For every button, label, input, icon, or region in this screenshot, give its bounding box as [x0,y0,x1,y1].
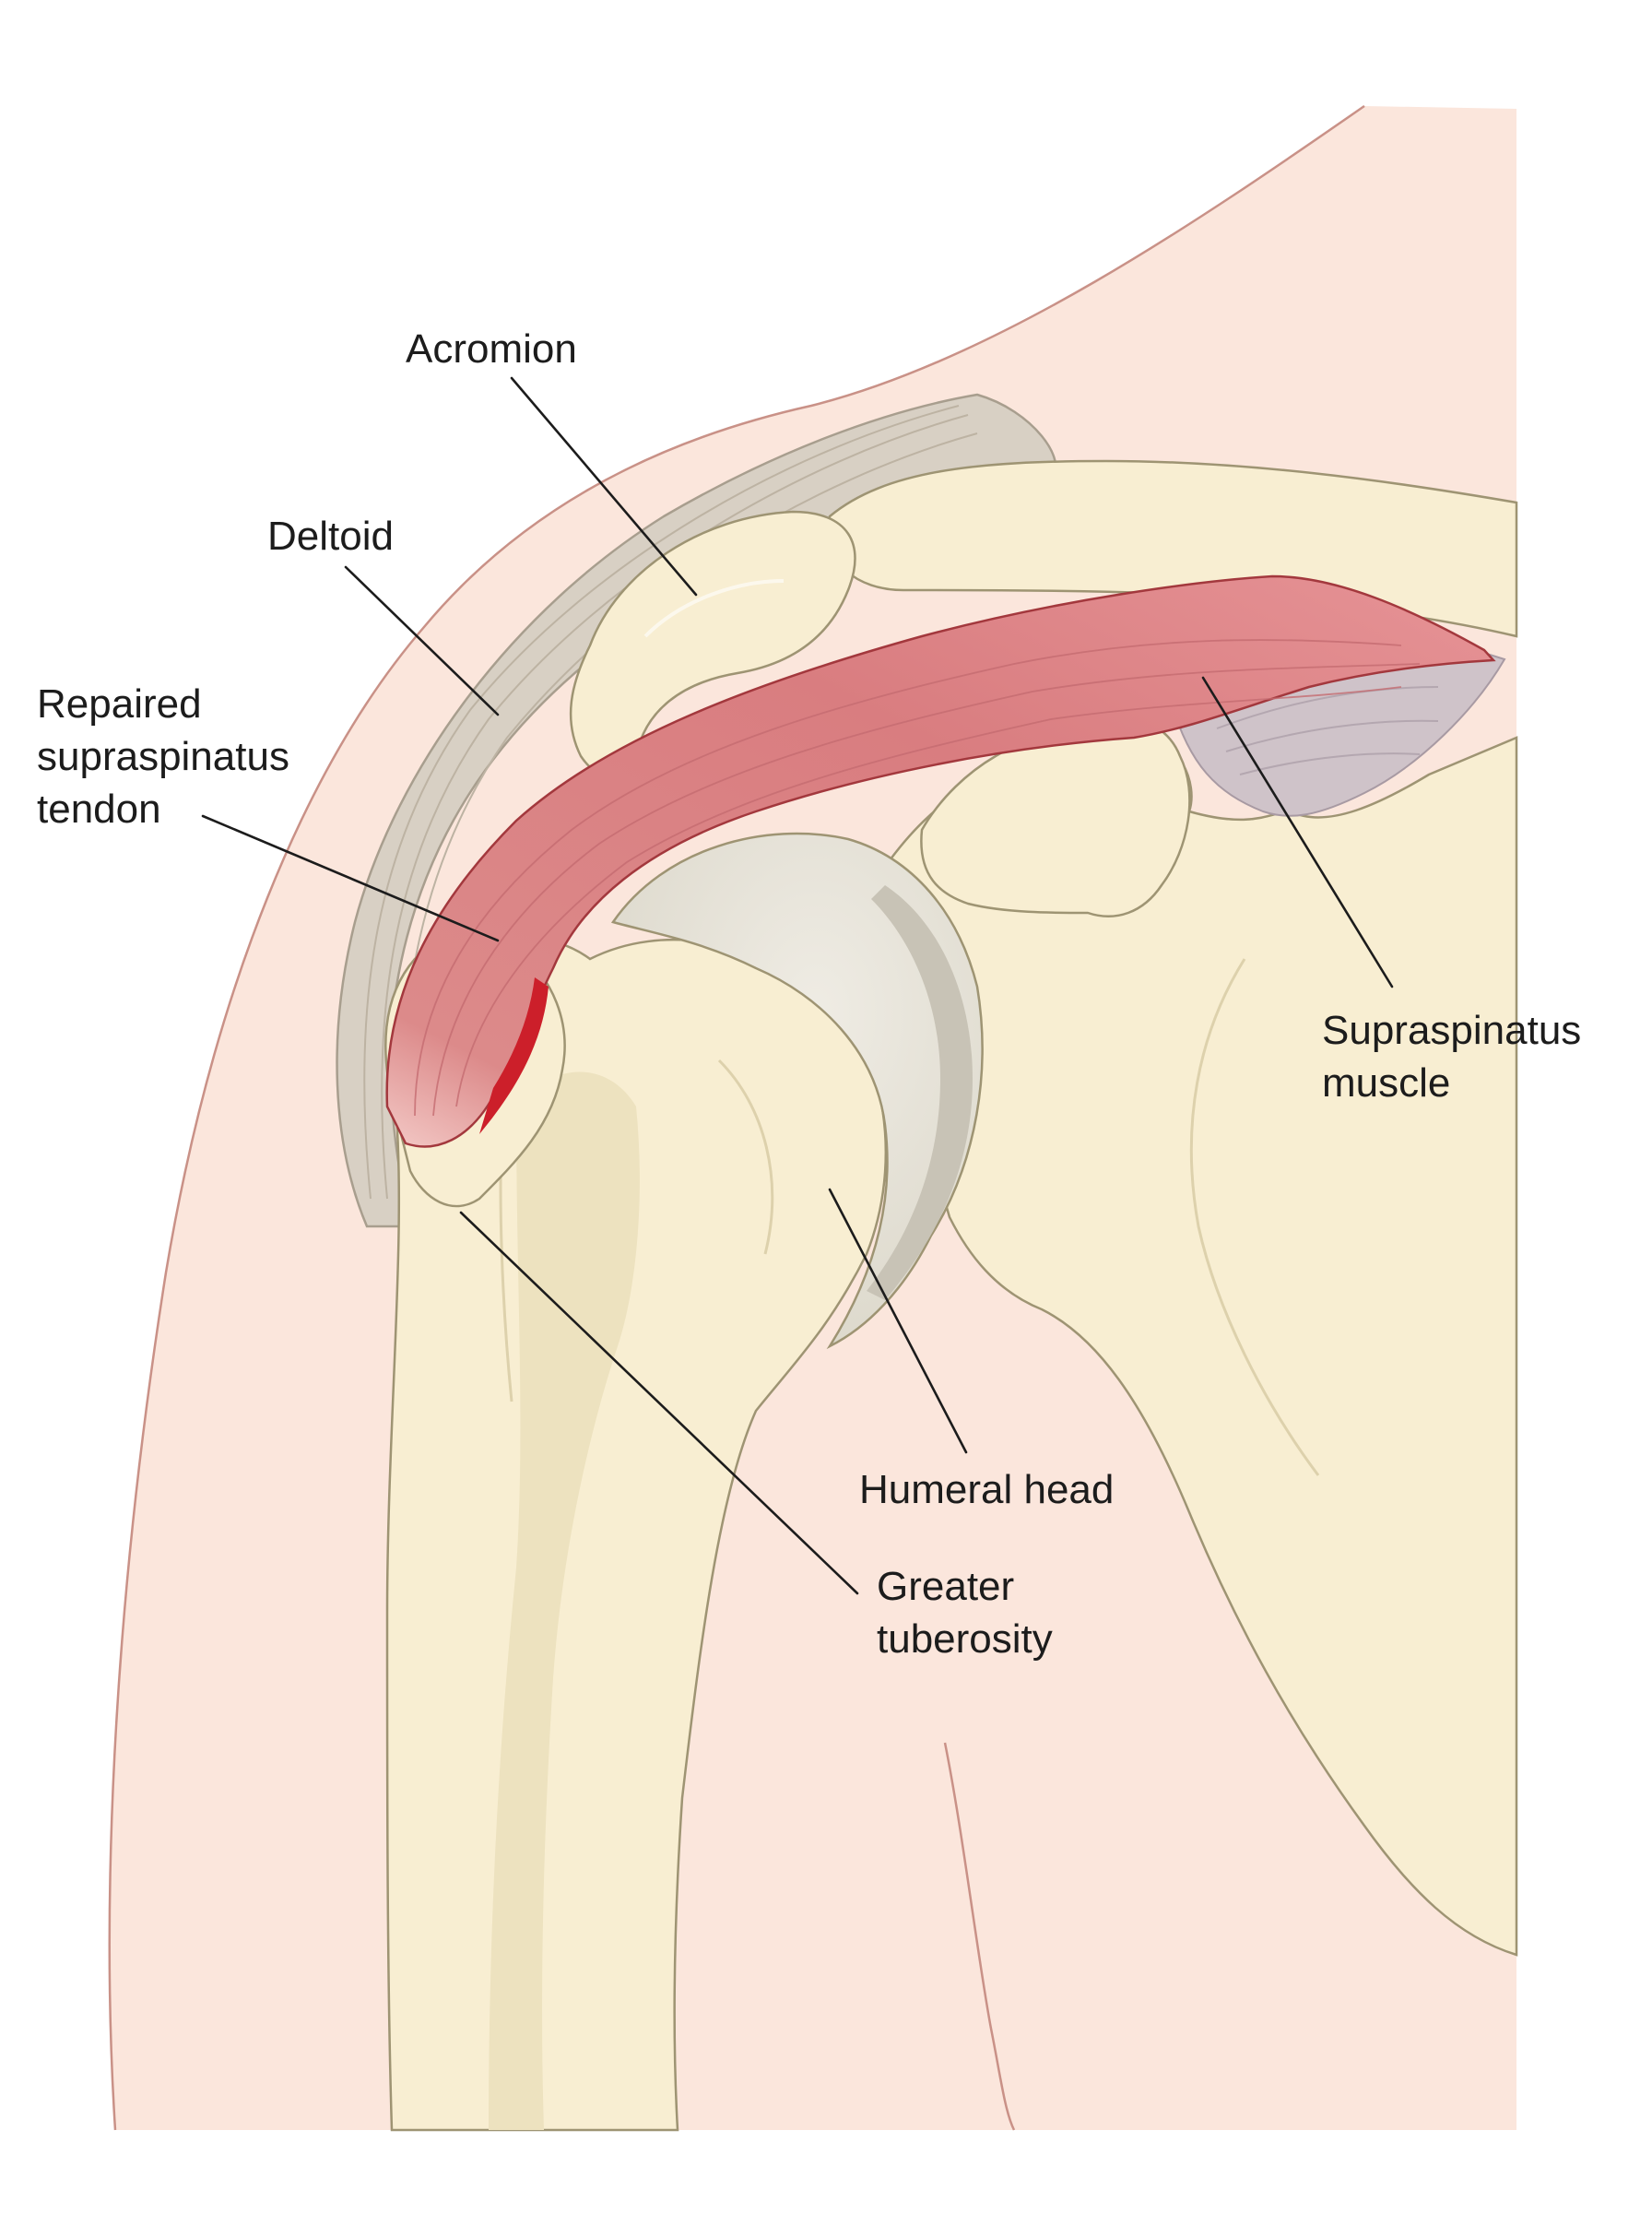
armpit-line [943,1742,1016,2131]
scapula-ridge [1189,958,1320,1476]
humeral-head-leader [828,1188,968,1454]
supraspinatus-belly-fibers [1216,686,1439,775]
tendon-fibers [414,639,1421,1117]
tuberosity-leader [459,1211,859,1595]
repair-site [479,977,549,1134]
muscle-leader [1201,676,1394,988]
tuberosity-label: Greater tuberosity [877,1564,1053,1662]
acromion-shine [643,579,785,638]
tendon-label: Repaired supraspinatus tendon [37,681,301,832]
tendon-label-line-1: Repaired [37,681,202,727]
tuberosity-label-line-2: tuberosity [877,1616,1053,1662]
deltoid-label: Deltoid [267,514,394,559]
supraspinatus-tendon [385,574,1496,1148]
tendon-label-line-3: tendon [37,787,161,832]
muscle-label-line-1: Supraspinatus [1322,1008,1581,1053]
tendon-leader [201,814,500,942]
tendon-label-line-2: supraspinatus [37,734,289,779]
muscle-label-line-2: muscle [1322,1060,1450,1106]
humeral-head [610,832,984,1350]
acromion [569,510,856,778]
humeral-head-label: Humeral head [859,1467,1114,1512]
intertubercular-line [717,1059,774,1255]
body-outline [108,104,1365,2131]
acromion-leader [510,376,698,597]
tuberosity-label-line-1: Greater [877,1564,1014,1609]
muscle-label: Supraspinatus muscle [1322,1008,1593,1106]
humeral-head-cartilage [867,885,973,1300]
deltoid-leader [344,565,500,716]
acromion-label: Acromion [406,326,577,372]
humerus-shade [489,1071,640,2130]
